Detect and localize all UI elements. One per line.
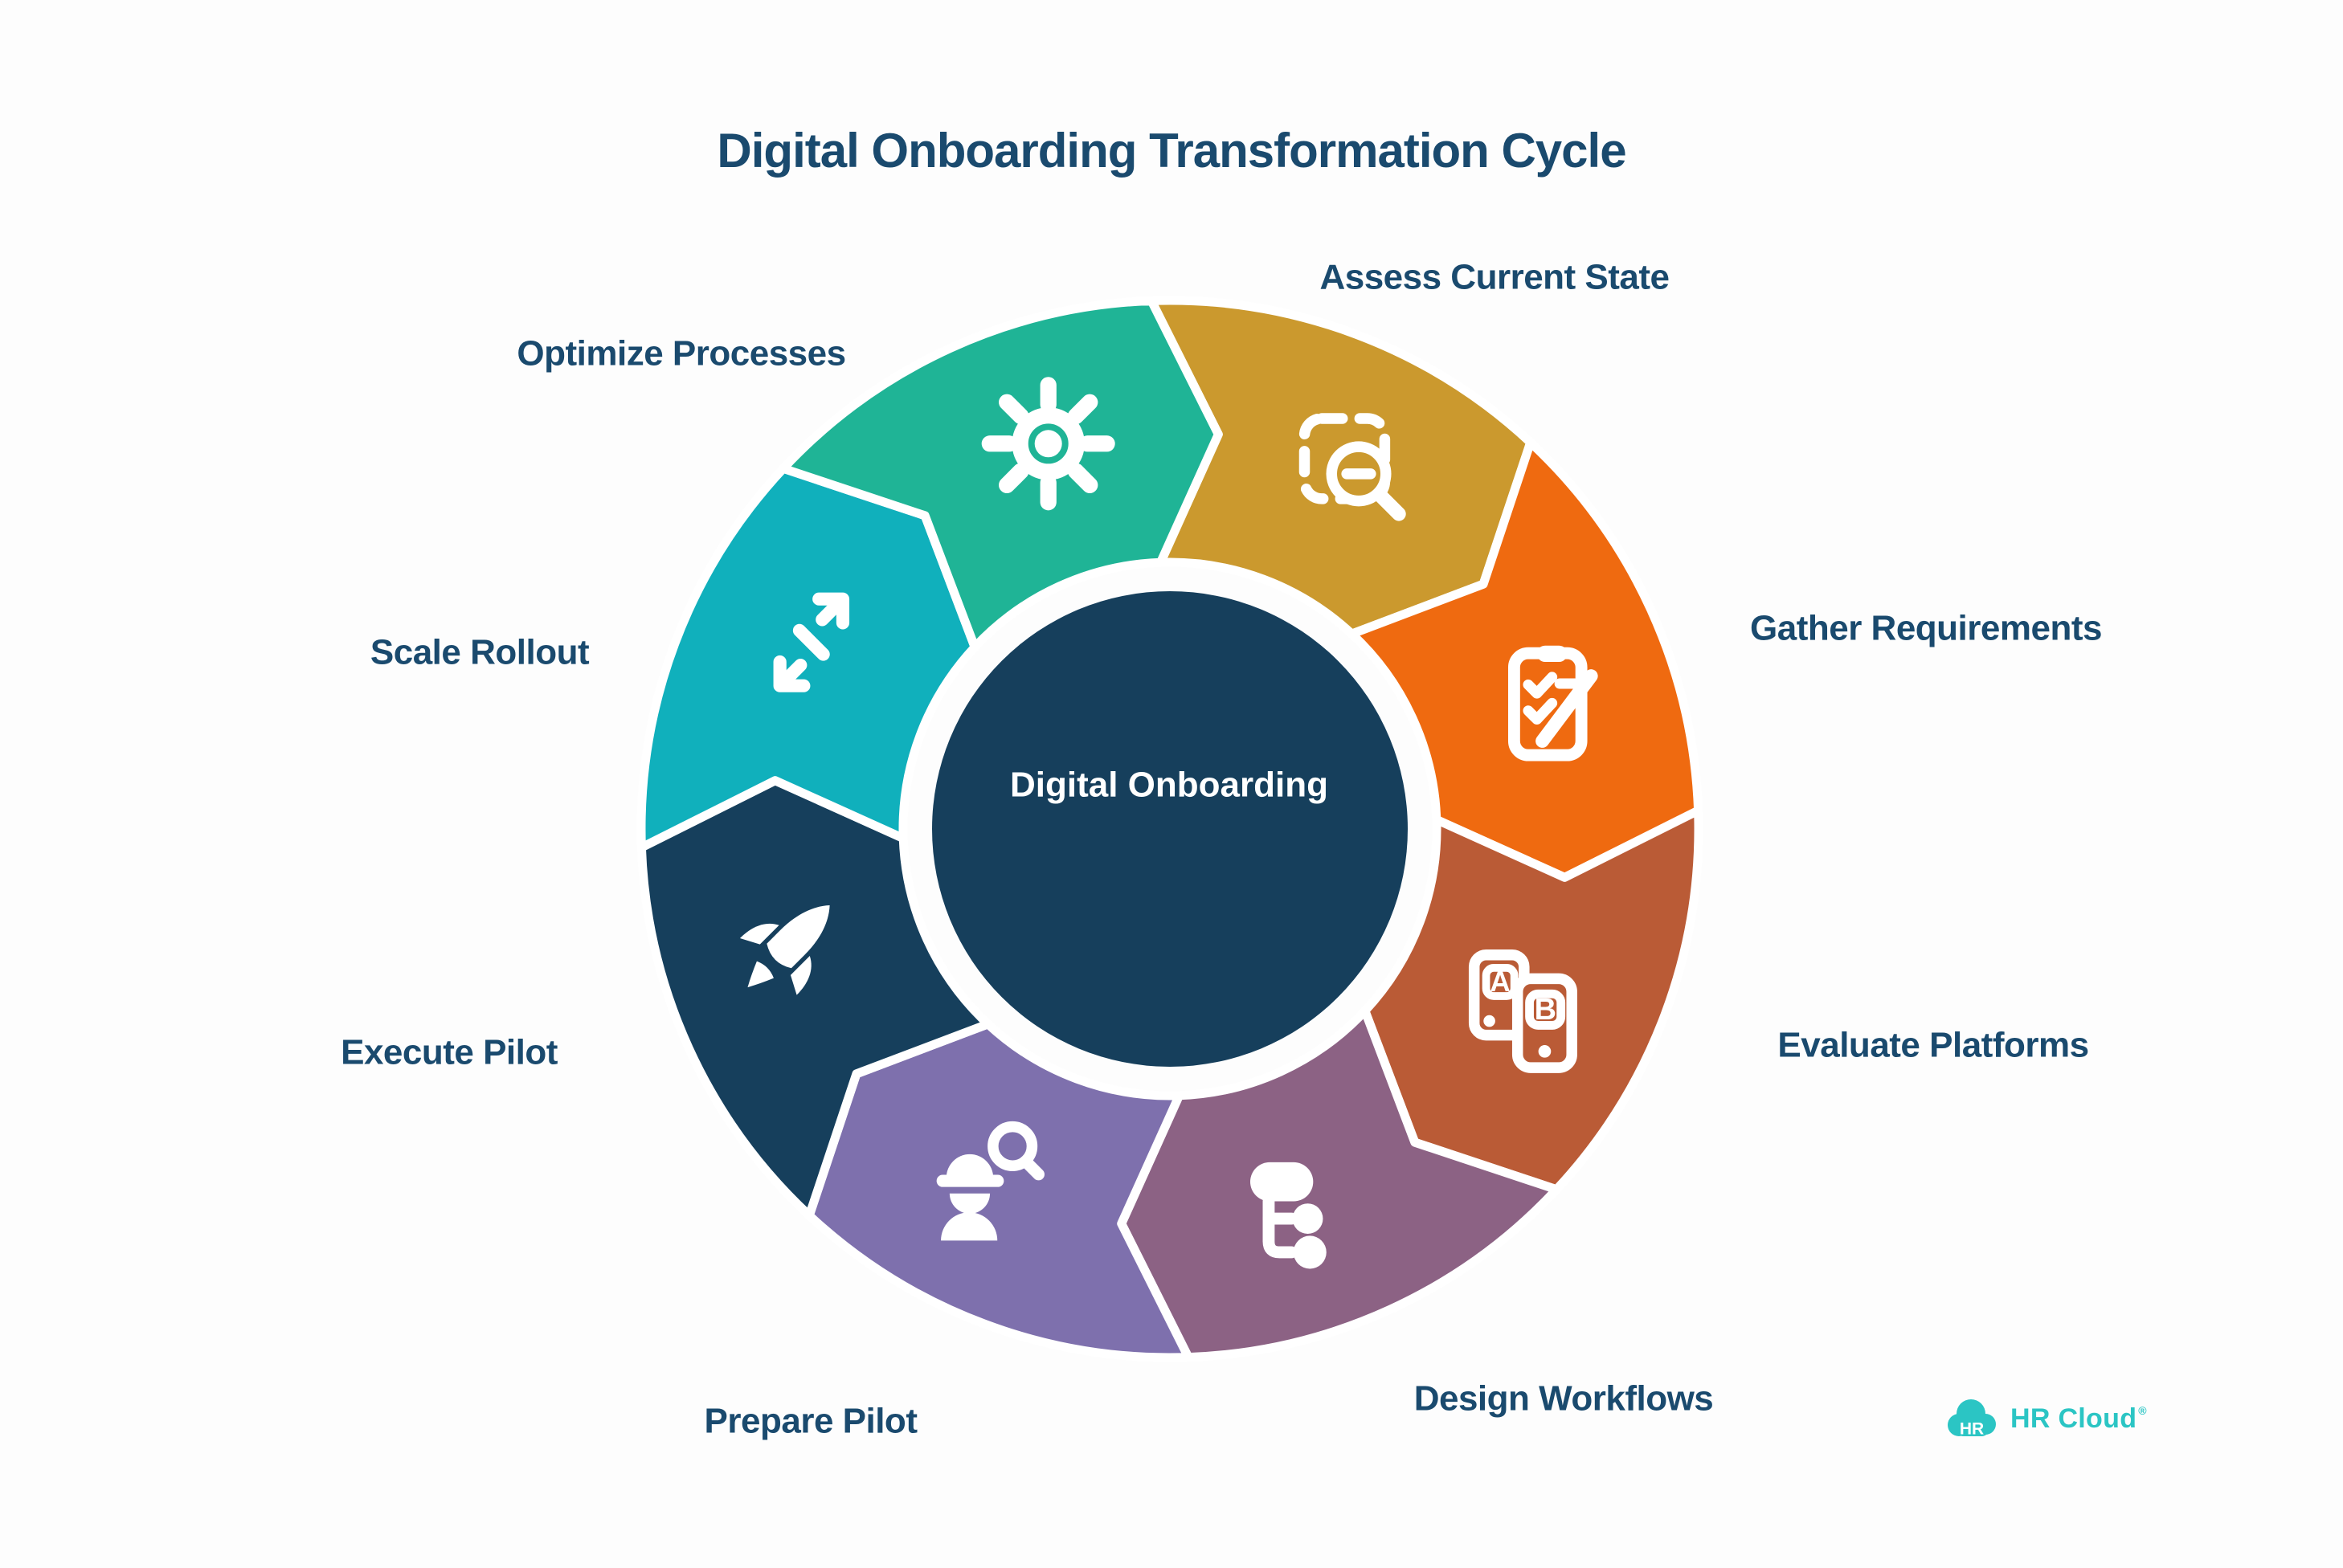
segment-prepare: [804, 1019, 1193, 1362]
segment-label-optimize: Optimize Processes: [517, 334, 845, 374]
scan-search-icon: [1298, 413, 1406, 521]
segment-label-evaluate: Evaluate Platforms: [1777, 1026, 2088, 1065]
expand-arrows-icon: [773, 592, 850, 692]
segment-gather: [1347, 438, 1703, 882]
gear-icon: [981, 377, 1115, 511]
segment-scale: [636, 463, 979, 852]
rocket-icon: [739, 904, 830, 995]
segment-optimize: [779, 296, 1223, 652]
hr-cloud-logo: HR HR Cloud®: [1944, 1396, 2147, 1441]
logo-badge-text: HR: [1960, 1420, 1984, 1439]
logo-registered-mark: ®: [2138, 1404, 2147, 1417]
segment-label-assess: Assess Current State: [1319, 258, 1669, 297]
segment-label-design: Design Workflows: [1414, 1379, 1714, 1419]
logo-name: HR Cloud: [2010, 1403, 2137, 1434]
segment-label-execute: Execute Pilot: [341, 1033, 558, 1072]
svg-text:A: A: [1490, 966, 1510, 998]
page-title: Digital Onboarding Transformation Cycle: [717, 124, 1625, 178]
hr-cloud-badge-icon: HR: [1948, 1399, 1996, 1439]
hub-circle: [932, 591, 1408, 1067]
segment-execute: [636, 776, 993, 1220]
logo-wordmark: HR Cloud®: [2010, 1396, 2147, 1441]
svg-text:B: B: [1535, 993, 1556, 1027]
engineer-search-icon: [936, 1121, 1045, 1241]
segment-label-prepare: Prepare Pilot: [705, 1402, 918, 1441]
clipboard-checklist-icon: [1507, 645, 1598, 762]
segment-label-gather: Gather Requirements: [1750, 609, 2102, 648]
hub-label: Digital Onboarding: [1010, 766, 1328, 805]
ab-test-phones-icon: AB: [1468, 949, 1577, 1073]
segment-label-scale: Scale Rollout: [370, 633, 590, 672]
workflow-tree-icon: [1250, 1162, 1327, 1269]
segment-design: [1117, 1006, 1561, 1362]
